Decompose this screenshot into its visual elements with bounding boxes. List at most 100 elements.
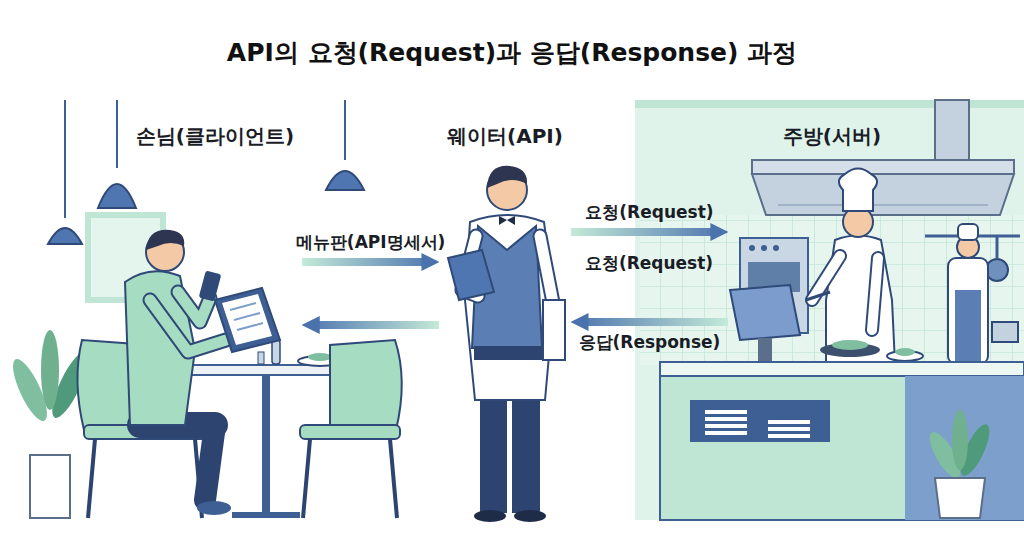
customer-part	[230, 303, 256, 310]
second-chef-part	[992, 322, 1018, 342]
right-chair-part	[300, 425, 400, 439]
figure-region: 주방(서버)	[728, 118, 1020, 518]
waiter-part	[474, 346, 544, 360]
flow-arrow	[302, 258, 425, 266]
flow-arrow	[571, 228, 714, 236]
customer-part	[197, 501, 231, 515]
waiter-part	[543, 300, 565, 360]
figure-region: 웨이터(API)	[439, 118, 571, 525]
figure-label: 주방(서버)	[783, 124, 881, 148]
right-chair-part	[390, 439, 397, 518]
kitchen-counter	[660, 362, 1024, 520]
kitchen-counter-part	[705, 410, 747, 414]
second-chef-part	[948, 258, 988, 364]
customer-part	[146, 230, 184, 250]
edge-label: 요청(Request)	[585, 202, 713, 222]
customer-part	[205, 425, 215, 500]
waiter-part	[507, 216, 515, 225]
kitchen-counter-part	[705, 417, 747, 421]
second-chef-part	[955, 290, 981, 364]
kitchen-counter-part	[705, 431, 747, 435]
hanging-pans-part	[986, 259, 1008, 281]
customer-part	[222, 294, 272, 345]
kitchen-plant	[924, 410, 995, 518]
range-hood-part	[778, 204, 988, 206]
chef-part	[806, 292, 830, 300]
waiter-part	[474, 510, 506, 522]
chef-part	[872, 258, 878, 330]
chef-part	[832, 340, 868, 350]
table-part	[308, 353, 332, 361]
pos-monitor-part	[730, 285, 800, 340]
left-plant-part	[30, 455, 70, 518]
kitchen-counter-part	[905, 376, 1024, 520]
left-plant-part	[41, 330, 59, 410]
flow-arrow	[585, 318, 728, 326]
customer-part	[150, 300, 226, 352]
flow-arrow	[316, 321, 439, 329]
kitchen-counter-part	[768, 427, 810, 431]
kitchen-counter-part	[660, 376, 1024, 520]
second-chef-part	[958, 224, 978, 240]
figure-region: 손님(클라이언트)	[128, 118, 302, 518]
oven-part	[761, 245, 767, 251]
waiter	[448, 166, 565, 522]
waiter-part	[512, 395, 540, 513]
waiter-part	[487, 166, 527, 188]
figure-label: 손님(클라이언트)	[136, 124, 294, 148]
customer-part	[234, 313, 260, 320]
table-part	[272, 340, 280, 364]
pos-monitor	[730, 285, 800, 364]
left-chair-part	[88, 439, 95, 518]
customer-part	[237, 323, 263, 330]
chef-part	[839, 169, 877, 212]
pendant-lamps-part	[48, 228, 82, 244]
kitchen-counter-part	[768, 434, 810, 438]
kitchen-plant-part	[935, 478, 985, 518]
table-part	[232, 512, 300, 518]
kitchen-counter-part	[705, 424, 747, 428]
second-chef	[948, 224, 1018, 364]
figure-label: 웨이터(API)	[447, 124, 563, 148]
customer-part	[150, 300, 226, 352]
pendant-lamps-part	[326, 171, 364, 190]
waiter-part	[499, 216, 507, 225]
kitchen-wall	[635, 100, 1024, 520]
waiter-part	[480, 395, 507, 513]
customer-part	[215, 288, 280, 352]
waiter-part	[514, 510, 546, 522]
customer	[125, 230, 280, 515]
oven-part	[749, 245, 755, 251]
kitchen-counter-part	[768, 420, 810, 424]
pendant-lamps-part	[64, 100, 66, 218]
diagram-title: API의 요청(Request)과 응답(Response) 과정	[227, 38, 797, 68]
hanging-pans-part	[996, 236, 999, 258]
range-hood	[752, 100, 1014, 215]
chef-part	[872, 258, 878, 330]
edge-label: 메뉴판(API명세서)	[296, 232, 445, 252]
right-chair-part	[303, 439, 310, 518]
pendant-lamps-part	[344, 100, 346, 160]
table-part	[262, 374, 270, 514]
table-part	[258, 352, 264, 364]
kitchen-counter-part	[690, 400, 830, 442]
right-chair-part	[330, 340, 402, 430]
pendant-lamps-part	[98, 184, 136, 208]
right-chair	[300, 340, 402, 518]
kitchen-counter-part	[660, 362, 1024, 376]
kitchen-wall-part	[635, 100, 1024, 520]
chef	[806, 169, 923, 365]
range-hood-part	[935, 100, 969, 162]
chef-part	[895, 348, 915, 356]
range-hood-part	[752, 174, 1014, 215]
note-label: 요청(Request)	[585, 253, 713, 273]
pendant-lamps-part	[116, 100, 118, 168]
range-hood-part	[752, 160, 1014, 174]
pos-monitor-part	[758, 338, 772, 364]
waiter-part	[448, 250, 494, 300]
customer-part	[199, 270, 222, 301]
edge-label: 응답(Response)	[579, 332, 721, 352]
